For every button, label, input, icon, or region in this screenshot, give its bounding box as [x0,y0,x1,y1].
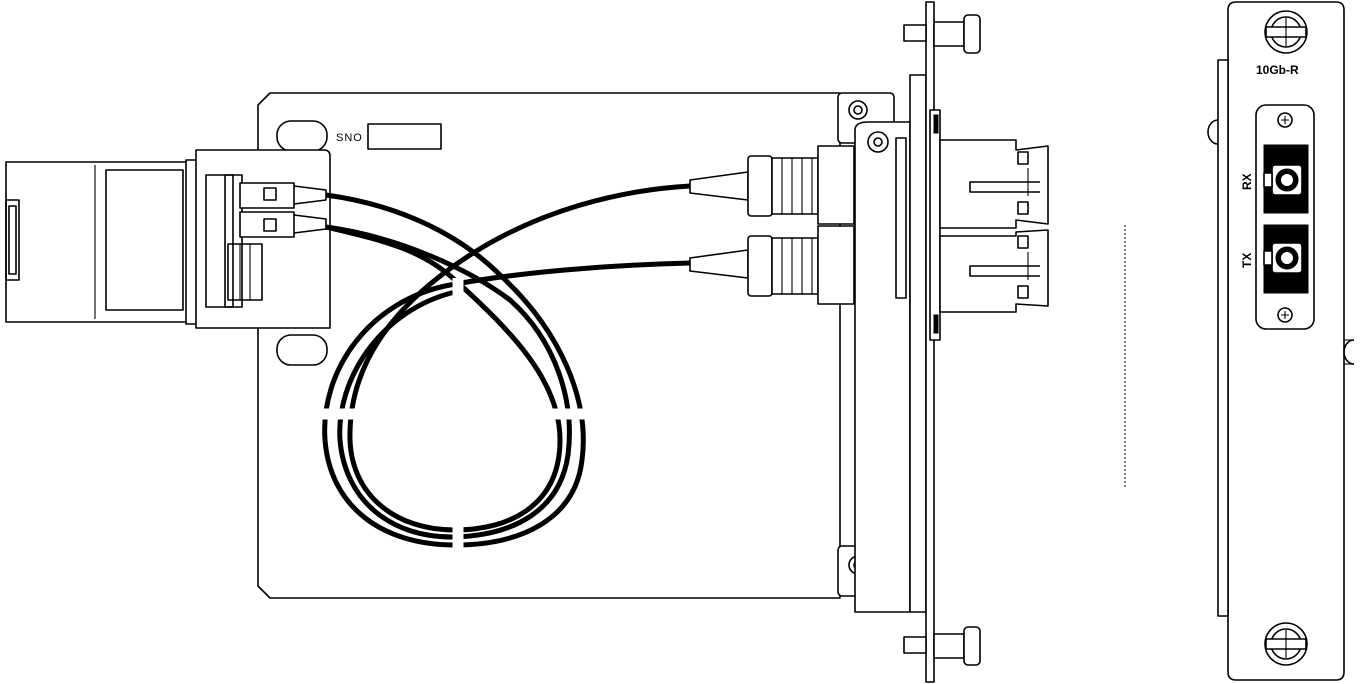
fiber-connector-lower [689,225,855,305]
panel-screw-top [1264,10,1308,54]
tx-port-label: TX [1240,253,1254,268]
fiber-connector-upper [689,145,855,225]
serial-number-label: SNO [336,123,442,150]
front-panel [1207,1,1355,681]
fiber-cable-loop [318,183,691,552]
panel-screw-bottom [1264,622,1308,666]
duplex-receptacle-side [939,139,1049,313]
transceiver-module [5,149,331,329]
module-label: 10Gb-R [1256,63,1299,77]
duplex-port-front [1255,104,1315,330]
serial-label-text: SNO [336,132,363,144]
rx-port-label: RX [1240,173,1254,190]
front-bracket-side [837,1,981,683]
